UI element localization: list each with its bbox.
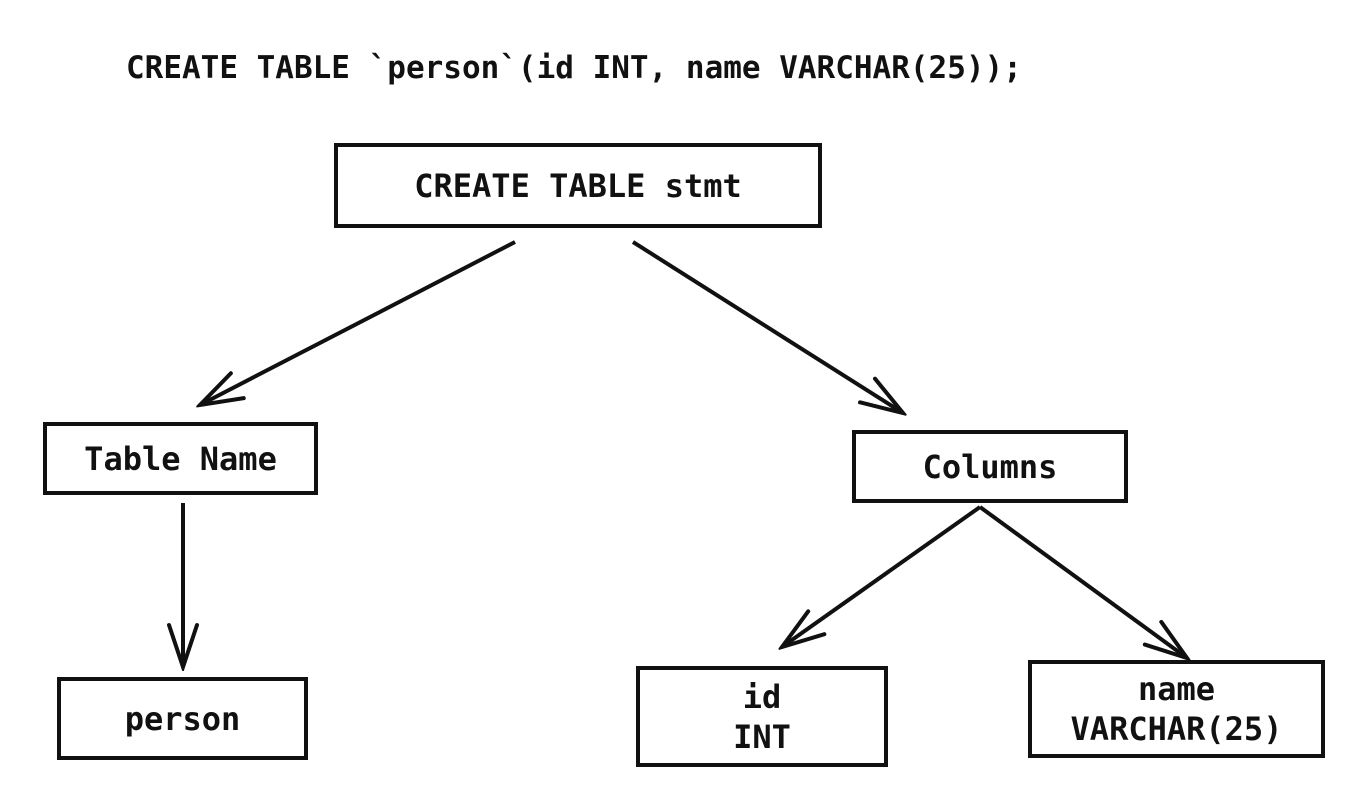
sql-statement-text: CREATE TABLE `person`(id INT, name VARCH… xyxy=(126,50,1022,86)
node-create-table-stmt-label: CREATE TABLE stmt xyxy=(414,166,742,205)
node-columns: Columns xyxy=(852,430,1128,503)
node-create-table-stmt: CREATE TABLE stmt xyxy=(334,143,822,228)
node-table-name-label: Table Name xyxy=(84,439,277,478)
node-id-int-line1: id xyxy=(742,677,782,716)
edge-stmt-to-columns xyxy=(631,240,903,413)
node-columns-label: Columns xyxy=(922,447,1058,486)
node-table-name: Table Name xyxy=(43,422,318,495)
node-name-varchar: name VARCHAR(25) xyxy=(1028,660,1325,758)
edge-stmt-to-table-name xyxy=(200,240,516,405)
edge-columns-to-id xyxy=(782,505,982,647)
edge-columns-to-name xyxy=(978,505,1187,658)
node-name-varchar-line1: name xyxy=(1137,670,1216,708)
node-name-varchar-line2: VARCHAR(25) xyxy=(1070,710,1283,748)
node-id-int-line2: INT xyxy=(733,717,791,756)
node-person-label: person xyxy=(124,699,241,738)
node-id-int: id INT xyxy=(636,666,888,767)
node-person: person xyxy=(57,677,308,760)
